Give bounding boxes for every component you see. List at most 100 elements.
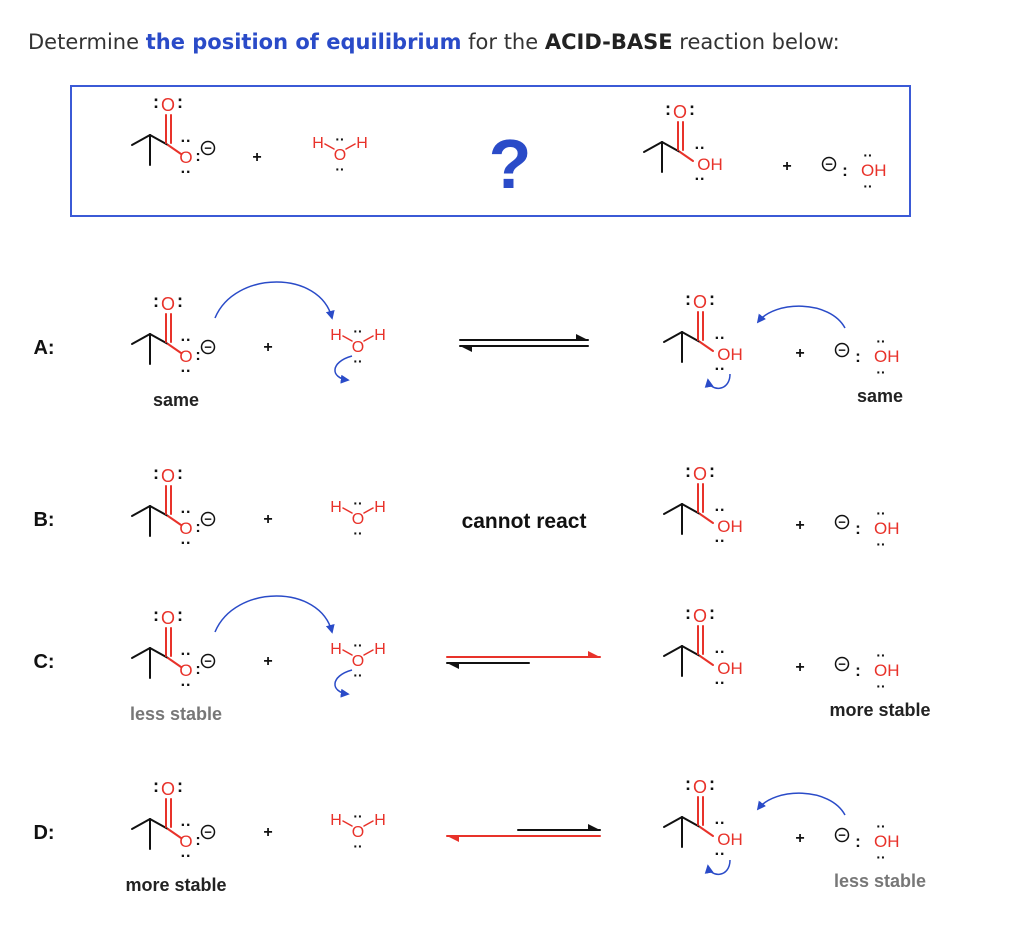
skeleton-bond (131, 134, 151, 146)
lone-pair-dots: ·· (715, 361, 726, 378)
negative-charge-icon: − (200, 340, 216, 355)
charge-circle (200, 824, 216, 840)
plus-sign: + (795, 517, 804, 534)
right-stability-note: same (857, 386, 903, 406)
question-part-1: Determine (28, 30, 146, 54)
lone-pair-dots: : (153, 291, 159, 311)
cannot-react-label: cannot react (462, 510, 587, 533)
charge-circle (834, 342, 850, 358)
skeleton-bond (149, 333, 169, 345)
o-h-bond (363, 335, 374, 342)
plus-sign: + (263, 511, 272, 528)
plus-sign: + (795, 659, 804, 676)
lone-pair-dots: ·· (876, 647, 885, 663)
charge-circle (200, 140, 216, 156)
charge-sign: − (204, 141, 212, 156)
lone-pair-dots: ·· (876, 505, 885, 521)
lone-pair-dots: : (195, 661, 200, 678)
lone-pair-dots: ·· (695, 171, 706, 188)
hydrogen-label: H (330, 327, 342, 344)
hydrogen-label: H (374, 641, 386, 658)
alkoxide-oxygen-label: O (179, 347, 192, 366)
charge-sign: − (838, 343, 846, 358)
lone-pair-dots: : (855, 347, 861, 366)
lone-pair-dots: : (855, 519, 861, 538)
lone-pair-dots: : (855, 661, 861, 680)
single-bond-to-oxygen (679, 151, 694, 162)
lone-pair-dots: : (855, 832, 861, 851)
lone-pair-dots: ·· (181, 504, 192, 521)
negative-charge-icon: − (200, 824, 216, 840)
plus-sign: + (263, 824, 272, 841)
single-bond-to-oxygen (167, 657, 182, 668)
reverse-arrow-head (447, 663, 459, 669)
hydrogen-label: H (330, 641, 342, 658)
water-oxygen-label: O (334, 147, 346, 164)
question-part-3: reaction below: (672, 30, 840, 54)
lone-pair-dots: ·· (181, 677, 192, 694)
question-highlight-acid-base: ACID-BASE (544, 30, 673, 54)
skeleton-bond (131, 505, 151, 517)
lone-pair-dots: ·· (876, 536, 885, 552)
hydroxide-anion: −:OH···· (834, 505, 900, 552)
hydroxide-anion: −: OH·· ·· (834, 333, 900, 380)
lone-pair-dots: ·· (876, 333, 885, 349)
lone-pair-dots: : (195, 148, 200, 165)
curved-arrow-reverse-break (704, 373, 731, 389)
lone-pair-dots: : (177, 776, 183, 796)
forward-arrow-head (588, 651, 600, 657)
skeleton-bond (661, 141, 681, 153)
lone-pair-dots: ·· (876, 849, 885, 865)
lone-pair-dots: : (685, 774, 691, 794)
plus-sign: + (795, 345, 804, 362)
alkoxide-oxygen-label: O (179, 519, 192, 538)
lone-pair-dots: : (685, 461, 691, 481)
hydrogen-label: H (374, 499, 386, 516)
hydroxyl-label: OH (717, 830, 743, 849)
charge-sign: − (838, 828, 846, 843)
lone-pair-dots: ·· (335, 161, 344, 177)
charge-circle (834, 827, 850, 843)
curved-arrow-bond-break (334, 669, 353, 698)
carbonyl-oxygen-label: O (161, 466, 175, 486)
curved-arrow-base-attack (214, 281, 335, 320)
carboxylate-anion: O::O····:− (131, 463, 216, 552)
left-stability-note: same (153, 390, 199, 410)
lone-pair-dots: : (153, 463, 159, 483)
charge-circle (200, 511, 216, 527)
o-h-bond (324, 143, 335, 150)
skeleton-bond (663, 645, 683, 657)
header-reaction-box (70, 85, 911, 217)
carbonyl-oxygen-label: O (693, 292, 707, 312)
lone-pair-dots: ·· (715, 846, 726, 863)
water-oxygen-label: O (352, 511, 364, 528)
lone-pair-dots: ·· (695, 140, 706, 157)
hydroxyl-label: OH (717, 659, 743, 678)
hydroxide-label: OH (874, 832, 900, 851)
skeleton-bond (149, 647, 169, 659)
lone-pair-dots: ·· (876, 364, 885, 380)
water-oxygen-label: O (352, 339, 364, 356)
o-h-bond (342, 335, 353, 342)
lone-pair-dots: ·· (181, 646, 192, 663)
lone-pair-dots: ·· (181, 848, 192, 865)
negative-charge-icon: − (821, 157, 837, 172)
carbonyl-oxygen-label: O (693, 606, 707, 626)
charge-sign: − (838, 515, 846, 530)
hydroxide-label: OH (874, 347, 900, 366)
lone-pair-dots: ·· (353, 353, 362, 369)
charge-sign: − (204, 512, 212, 527)
negative-charge-icon: − (200, 511, 216, 527)
hydroxyl-label: OH (717, 517, 743, 536)
single-bond-to-oxygen (167, 343, 182, 354)
lone-pair-dots: : (153, 776, 159, 796)
single-bond-to-oxygen (699, 826, 714, 837)
carbonyl-oxygen-label: O (161, 779, 175, 799)
lone-pair-dots: : (689, 99, 695, 119)
